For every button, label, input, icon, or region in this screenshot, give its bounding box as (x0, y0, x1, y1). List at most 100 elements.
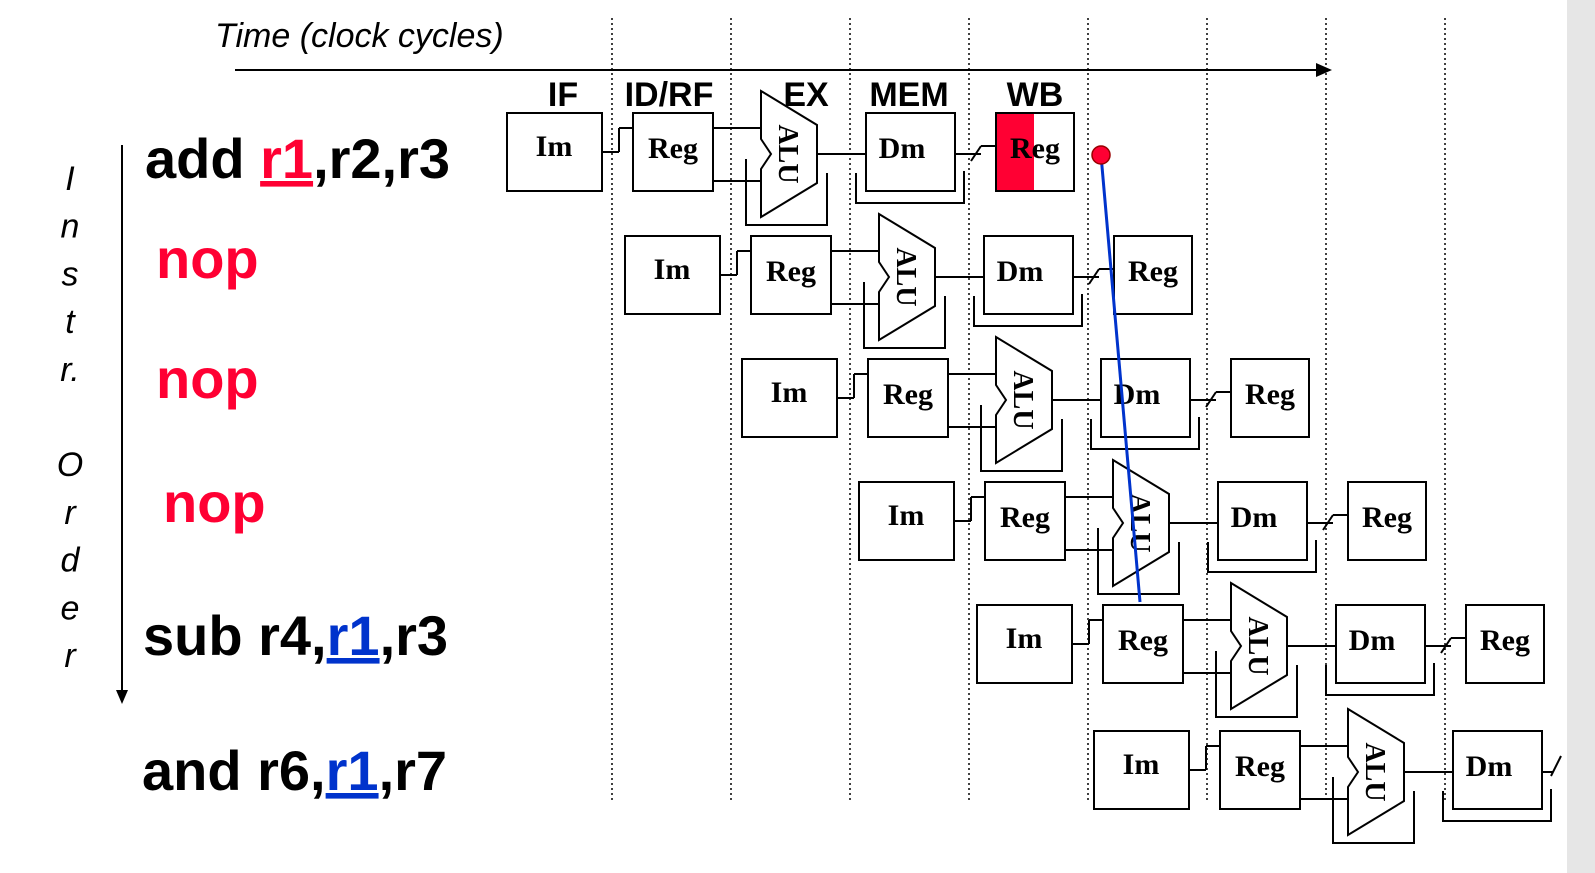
instr-order-letter: n (61, 208, 80, 246)
im-box (624, 235, 721, 315)
instruction-token: sub r4, (143, 604, 327, 667)
alu-shape (1347, 707, 1405, 837)
instruction-text: and r6,r1,r7 (142, 739, 447, 802)
reg-box (632, 112, 714, 192)
dm-box (1217, 481, 1308, 561)
write-point-dot (1091, 145, 1111, 165)
reg-label: Reg (1000, 501, 1050, 534)
dm-box (865, 112, 956, 192)
dm-label: Dm (1231, 501, 1278, 534)
dm-label: Dm (879, 132, 926, 165)
instruction-text: nop (156, 347, 259, 410)
im-label: Im (654, 253, 691, 286)
time-axis-label: Time (clock cycles) (215, 17, 504, 55)
alu-shape (760, 89, 818, 219)
reg-box (1102, 604, 1184, 684)
reg-box (750, 235, 832, 315)
stage-header: WB (1007, 76, 1064, 114)
forwarding-link (1091, 145, 1142, 603)
instruction-token: nop (156, 347, 259, 410)
forwarding-line (1099, 154, 1142, 603)
alu-shape (1112, 458, 1170, 588)
dm-box (1335, 604, 1426, 684)
instruction-token: r1 (260, 127, 313, 190)
window-edge (1567, 0, 1595, 873)
alu-shape (1230, 581, 1288, 711)
dm-label: Dm (1466, 750, 1513, 783)
instr-order-letter: s (62, 255, 79, 293)
wb-reg-box (995, 112, 1075, 192)
wb-reg-box (1465, 604, 1545, 684)
instruction-text: sub r4,r1,r3 (143, 604, 448, 667)
reg-label: Reg (883, 378, 933, 411)
im-label: Im (1006, 622, 1043, 655)
instruction-text: nop (156, 227, 259, 290)
alu-label: ALU (1242, 616, 1273, 675)
instruction-token: nop (156, 227, 259, 290)
im-box (1093, 730, 1190, 810)
im-box (858, 481, 955, 561)
pipeline-row: Im Reg ALU Dm Reg (506, 89, 1075, 226)
dm-box (1452, 730, 1543, 810)
stage-header: MEM (869, 76, 948, 114)
reg-label: Reg (648, 132, 698, 165)
wb-reg-box (1113, 235, 1193, 315)
instruction-token: ,r3 (380, 604, 449, 667)
reg-box (984, 481, 1066, 561)
stage-header: EX (783, 76, 829, 114)
alu-label: ALU (890, 247, 921, 306)
alu-label: ALU (772, 124, 803, 183)
instruction-text: add r1,r2,r3 (145, 127, 450, 190)
pipeline-row: Im Reg ALU Dm Reg (624, 212, 1193, 349)
instr-order-letter: r (64, 637, 77, 675)
instruction-token: ,r2,r3 (313, 127, 450, 190)
instr-order-letter: t (65, 303, 76, 341)
wb-reg-label: Reg (1010, 132, 1060, 165)
alu-label: ALU (1124, 493, 1155, 552)
instruction-token: nop (163, 471, 266, 534)
dm-label: Dm (997, 255, 1044, 288)
instruction-token: ,r7 (379, 739, 448, 802)
im-label: Im (536, 130, 573, 163)
instruction-token: add (145, 127, 260, 190)
wb-reg-label: Reg (1128, 255, 1178, 288)
alu-shape (878, 212, 936, 342)
reg-label: Reg (766, 255, 816, 288)
wb-reg-box (1347, 481, 1427, 561)
dm-label: Dm (1349, 624, 1396, 657)
im-box (741, 358, 838, 438)
instr-order-letter: e (61, 589, 80, 627)
dm-box (1100, 358, 1191, 438)
write-highlight (996, 113, 1034, 191)
im-box (506, 112, 603, 192)
pipeline-row: Im Reg ALU Dm Reg (976, 581, 1545, 718)
instr-order-arrow (116, 145, 128, 704)
wb-reg-box (1230, 358, 1310, 438)
instr-order-letter: r (64, 494, 77, 532)
reg-box (867, 358, 949, 438)
instruction-token: r1 (326, 739, 379, 802)
time-axis-arrow (235, 63, 1332, 77)
alu-label: ALU (1007, 370, 1038, 429)
reg-box (1219, 730, 1301, 810)
alu-label: ALU (1359, 742, 1390, 801)
stage-header: IF (548, 76, 578, 114)
instr-order-letter: O (57, 446, 83, 484)
dm-box (983, 235, 1074, 315)
im-box (976, 604, 1073, 684)
stage-header: ID/RF (625, 76, 714, 114)
im-label: Im (771, 376, 808, 409)
wb-reg-label: Reg (1480, 624, 1530, 657)
wb-reg-label: Reg (1362, 501, 1412, 534)
wb-reg-label: Reg (1245, 378, 1295, 411)
instruction-text: nop (163, 471, 266, 534)
alu-shape (995, 335, 1053, 465)
reg-label: Reg (1118, 624, 1168, 657)
